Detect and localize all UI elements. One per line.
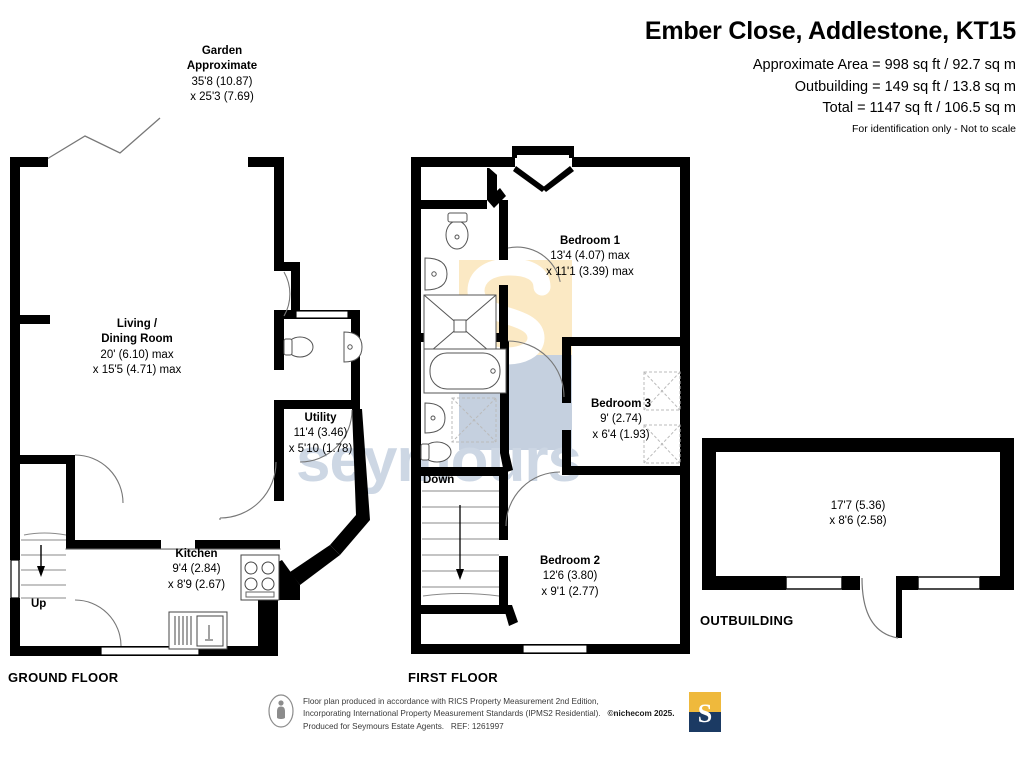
ground-floor-angled-wall <box>278 409 370 600</box>
room-label-bedroom-1: Bedroom 1 13'4 (4.07) max x 11'1 (3.39) … <box>546 235 634 278</box>
ground-floor-doors <box>74 271 353 647</box>
page-title: Ember Close, Addlestone, KT15 <box>644 17 1016 45</box>
room-label-living-dining: Living / Dining Room 20' (6.10) max x 15… <box>92 318 182 377</box>
person-icon <box>268 694 294 728</box>
room-label-utility: Utility 11'4 (3.46) x 5'10 (1.78) <box>288 412 353 455</box>
outbuilding-plan <box>702 438 1014 639</box>
utility-fixtures <box>283 331 363 363</box>
first-floor-top-doors <box>513 166 574 192</box>
seymours-logo-icon: S <box>689 692 722 732</box>
garden-open-edge <box>46 117 161 160</box>
footer-line-3: Produced for Seymours Estate Agents. REF… <box>303 721 674 733</box>
garden-label: Garden Approximate 35'8 (10.87) x 25'3 (… <box>152 44 292 105</box>
stair-label-up: Up <box>31 598 47 610</box>
ground-floor-plan <box>10 117 370 656</box>
garden-approx: Approximate <box>186 60 258 73</box>
garden-dim-1: 35'8 (10.87) <box>191 75 253 88</box>
footer-text: Floor plan produced in accordance with R… <box>303 694 674 733</box>
floor-title-ground: GROUND FLOOR <box>8 670 119 685</box>
footer: Floor plan produced in accordance with R… <box>268 692 722 733</box>
room-label-bedroom-3: Bedroom 3 9' (2.74) x 6'4 (1.93) <box>590 398 652 441</box>
floor-title-outbuilding: OUTBUILDING <box>700 613 794 628</box>
total-area-line: Total = 1147 sq ft / 106.5 sq m <box>822 100 1016 117</box>
garden-name: Garden <box>201 45 243 57</box>
header: Ember Close, Addlestone, KT15 Approximat… <box>596 18 1016 137</box>
bathroom-fixtures <box>420 212 507 463</box>
room-label-bedroom-2: Bedroom 2 12'6 (3.80) x 9'1 (2.77) <box>539 555 601 598</box>
hall-door-arc <box>219 461 277 520</box>
svg-text:S: S <box>698 699 712 728</box>
approximate-area-line: Approximate Area = 998 sq ft / 92.7 sq m <box>752 57 1016 74</box>
outbuilding-walls <box>702 438 1014 638</box>
footer-line-2a: Incorporating International Property Mea… <box>303 709 601 719</box>
outbuilding-door-arc <box>861 577 899 639</box>
first-floor-staircase <box>422 490 500 597</box>
ground-floor-staircase <box>21 532 67 599</box>
footer-ref: REF: 1261997 <box>450 721 504 731</box>
first-floor-walls <box>411 146 690 654</box>
stair-label-down: Down <box>423 474 455 486</box>
disclaimer-text: For identification only - Not to scale <box>852 122 1016 135</box>
footer-line-1: Floor plan produced in accordance with R… <box>303 697 599 706</box>
room-label-outbuilding-dims: 17'7 (5.36) x 8'6 (2.58) <box>829 500 887 528</box>
kitchen-fittings <box>65 548 281 650</box>
kitchen-walls <box>66 540 280 549</box>
footer-line-2: Incorporating International Property Mea… <box>303 708 674 720</box>
floor-title-first: FIRST FLOOR <box>408 670 498 685</box>
outbuilding-area-line: Outbuilding = 149 sq ft / 13.8 sq m <box>794 78 1016 95</box>
room-label-kitchen: Kitchen 9'4 (2.84) x 8'9 (2.67) <box>167 548 226 591</box>
footer-copyright: ©nichecom 2025. <box>607 709 675 719</box>
footer-agent: Produced for Seymours Estate Agents. <box>303 721 445 731</box>
garden-dim-2: x 25'3 (7.69) <box>190 90 254 103</box>
